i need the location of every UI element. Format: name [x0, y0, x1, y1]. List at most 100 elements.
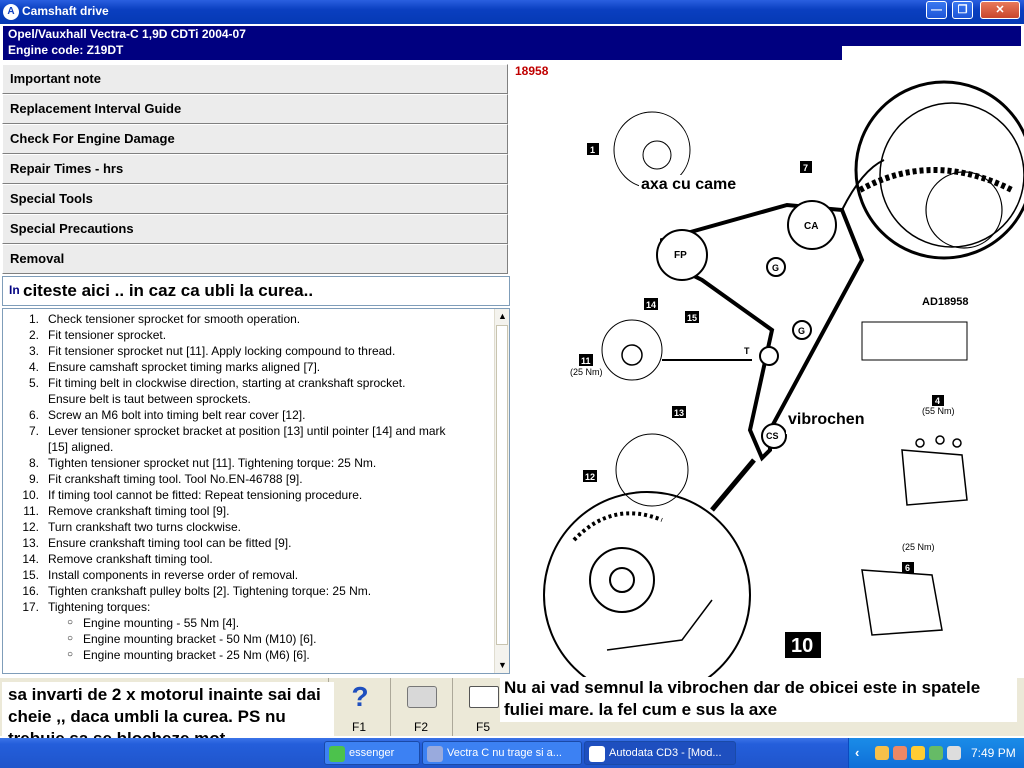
f5-book-button[interactable]: F5 [452, 678, 512, 736]
list-item: 4.Ensure camshaft sprocket timing marks … [28, 360, 321, 374]
annotation-note-top: citeste aici .. in caz ca ubli la curea.… [23, 281, 314, 300]
restore-button[interactable]: ❐ [952, 1, 973, 19]
volume-icon[interactable] [947, 746, 961, 760]
scroll-down-arrow-icon[interactable]: ▼ [498, 660, 507, 670]
tray-icon[interactable] [929, 746, 943, 760]
annotation-camshaft: axa cu came [639, 175, 771, 199]
list-item: 11.Remove crankshaft timing tool [9]. [23, 504, 230, 518]
svg-text:15: 15 [687, 313, 697, 323]
list-item: 3.Fit tensioner sprocket nut [11]. Apply… [28, 344, 396, 358]
scrollbar[interactable]: ▲ ▼ [494, 309, 509, 673]
steps-list: 1.Check tensioner sprocket for smooth op… [3, 311, 495, 663]
diagram-panel: 18958 AD18958 1 FP CA G G T CS 7 1 [512, 60, 1024, 678]
browser-icon [427, 746, 443, 762]
messenger-icon [329, 746, 345, 762]
menu-check-engine-damage[interactable]: Check For Engine Damage [2, 124, 508, 154]
task-messenger[interactable]: essenger [324, 741, 420, 765]
idler-g2 [792, 320, 812, 340]
svg-text:1: 1 [590, 145, 595, 155]
f1-help-button[interactable]: ? F1 [328, 678, 388, 736]
idler-g1 [766, 257, 786, 277]
callout-14 [644, 298, 658, 310]
svg-text:6: 6 [905, 563, 910, 573]
list-item: 17.Tightening torques: [22, 600, 151, 614]
callout-1 [587, 143, 599, 155]
svg-text:4: 4 [935, 396, 940, 406]
task-browser[interactable]: Vectra C nu trage si a... [422, 741, 582, 765]
list-item: ○Engine mounting bracket - 50 Nm (M10) [… [67, 632, 317, 646]
list-item: ○Engine mounting - 55 Nm [4]. [67, 616, 240, 630]
svg-text:G: G [772, 263, 779, 273]
svg-text:G: G [798, 326, 805, 336]
tray-icon[interactable] [911, 746, 925, 760]
camshaft-sprocket [787, 200, 837, 250]
annotation-note-right: Nu ai vad semnul la vibrochen dar de obi… [500, 677, 1017, 722]
svg-text:(25 Nm): (25 Nm) [570, 367, 603, 377]
svg-text:FP: FP [674, 250, 687, 261]
fuel-pump-sprocket [656, 229, 708, 281]
book-icon [469, 686, 499, 708]
menu-special-tools[interactable]: Special Tools [2, 184, 508, 214]
menu-replacement-interval[interactable]: Replacement Interval Guide [2, 94, 508, 124]
menu-important-note[interactable]: Important note [2, 64, 508, 94]
callout-4 [932, 395, 944, 406]
list-item: [15] aligned. [48, 440, 114, 454]
callout-15 [685, 311, 699, 323]
scroll-thumb[interactable] [496, 325, 508, 645]
printer-icon [407, 686, 437, 708]
window-title: Camshaft drive [22, 4, 109, 18]
svg-text:CS: CS [766, 431, 779, 441]
list-item: 12.Turn crankshaft two turns clockwise. [22, 520, 241, 534]
system-tray: ‹ 7:49 PM [848, 738, 1024, 768]
svg-text:7: 7 [803, 163, 808, 173]
title-bar: A Camshaft drive — ❐ ✕ [0, 0, 1024, 24]
close-button[interactable]: ✕ [980, 1, 1020, 19]
scroll-up-arrow-icon[interactable]: ▲ [498, 311, 507, 321]
installation-label: In [9, 283, 20, 297]
list-item: 14.Remove crankshaft timing tool. [22, 552, 213, 566]
list-item: ○Engine mounting bracket - 25 Nm (M6) [6… [67, 648, 310, 662]
tray-icon[interactable] [893, 746, 907, 760]
menu-special-precautions[interactable]: Special Precautions [2, 214, 508, 244]
svg-text:(25 Nm): (25 Nm) [902, 542, 935, 552]
list-item: 16.Tighten crankshaft pulley bolts [2]. … [22, 584, 372, 598]
clock: 7:49 PM [971, 746, 1016, 760]
autodata-icon: A [3, 4, 19, 20]
svg-text:10: 10 [791, 635, 813, 657]
svg-text:11: 11 [581, 356, 591, 366]
list-item: 6.Screw an M6 bolt into timing belt rear… [28, 408, 306, 422]
list-item: 13.Ensure crankshaft timing tool can be … [22, 536, 292, 550]
tray-icon[interactable] [875, 746, 889, 760]
annotation-crankshaft: vibrochen [786, 410, 892, 434]
list-item: Ensure belt is taut between sprockets. [48, 392, 251, 406]
instructions-list[interactable]: 1.Check tensioner sprocket for smooth op… [2, 308, 510, 674]
ad-code-label: AD18958 [922, 296, 968, 308]
crank-detail-circle [543, 491, 751, 678]
svg-text:CA: CA [804, 221, 818, 232]
chevron-left-icon[interactable]: ‹ [855, 745, 860, 760]
minimize-button[interactable]: — [926, 1, 947, 19]
installation-field[interactable]: In citeste aici .. in caz ca ubli la cur… [2, 276, 510, 306]
list-item: 10.If timing tool cannot be fitted: Repe… [22, 488, 363, 502]
tensioner-t [759, 346, 779, 366]
svg-text:14: 14 [646, 300, 656, 310]
svg-text:12: 12 [585, 472, 595, 482]
figure-id: 18958 [515, 64, 549, 78]
task-autodata[interactable]: Autodata CD3 - [Mod... [584, 741, 736, 765]
menu-removal[interactable]: Removal [2, 244, 508, 274]
list-item: 15.Install components in reverse order o… [22, 568, 299, 582]
timing-belt-diagram: AD18958 1 FP CA G G T CS 7 14 15 11 (25 … [543, 80, 1024, 678]
callout-13 [672, 406, 686, 418]
callout-7 [800, 161, 812, 173]
menu-repair-times[interactable]: Repair Times - hrs [2, 154, 508, 184]
list-item: 1.Check tensioner sprocket for smooth op… [28, 312, 301, 326]
list-item: 9.Fit crankshaft timing tool. Tool No.EN… [28, 472, 303, 486]
engine-code: Engine code: Z19DT [8, 43, 124, 57]
help-icon: ? [351, 681, 369, 712]
list-item: 7.Lever tensioner sprocket bracket at po… [28, 424, 446, 438]
large-pulley-detail [854, 80, 1024, 260]
crankshaft-sprocket [761, 423, 787, 449]
f2-print-button[interactable]: F2 [390, 678, 450, 736]
taskbar: essenger Vectra C nu trage si a... Autod… [0, 738, 1024, 768]
callout-11 [579, 354, 593, 366]
